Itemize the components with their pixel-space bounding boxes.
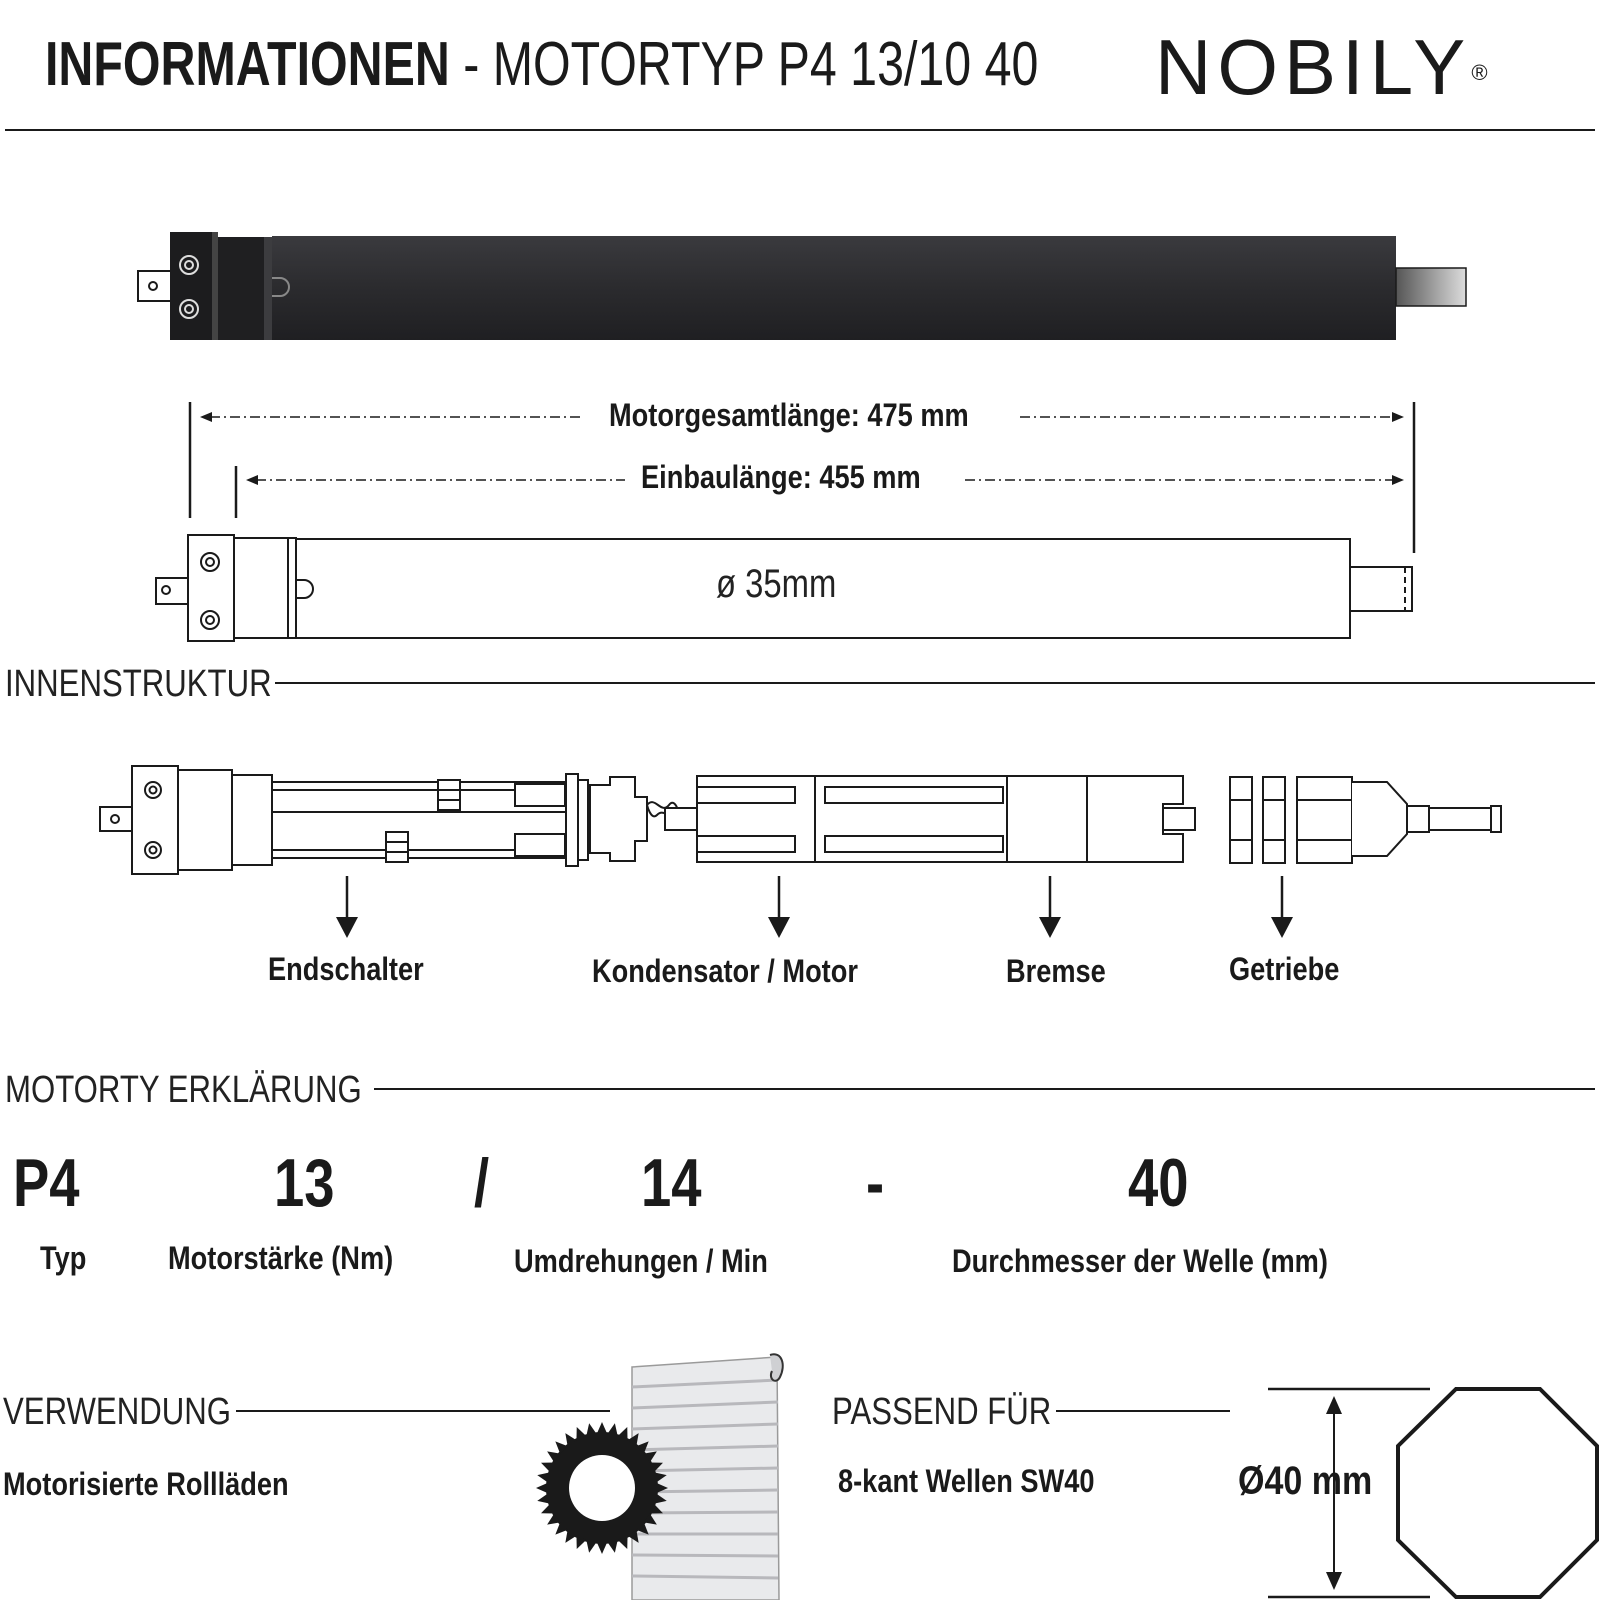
motor-outline [155,534,1413,642]
gear-tooth [596,1541,608,1554]
gear-tooth [649,1462,663,1473]
dimension-lines [188,402,1416,553]
roller-shutter-illustration [536,1353,784,1600]
fits-divider [1056,1410,1230,1412]
gear-tooth [607,1423,618,1437]
gear-tooth [586,1423,597,1437]
inner-structure-divider [275,682,1595,684]
gear-tooth [649,1503,663,1514]
gear-tooth [636,1522,649,1535]
gear-tooth [536,1482,549,1494]
component-arrows [336,876,1293,938]
label-torque: Motorstärke (Nm) [168,1240,394,1276]
shaft-diameter-label: Ø40 mm [1238,1459,1373,1503]
brand-logo: NOBILY® [1155,22,1488,112]
fits-value: 8-kant Wellen SW40 [838,1463,1095,1499]
page-title: INFORMATIONEN - MOTORTYP P4 13/10 40 [45,28,1038,102]
usage-title: VERWENDUNG [3,1391,231,1433]
component-bremse: Bremse [1006,953,1106,989]
gear-tooth [653,1472,667,1483]
code-separator-dash: - [866,1145,885,1221]
gear-tooth [565,1529,577,1543]
gear-tooth [576,1535,587,1549]
label-rpm: Umdrehungen / Min [514,1243,768,1279]
gear-tooth [555,1441,568,1454]
gear-tooth [541,1503,555,1514]
label-shaft-diameter: Durchmesser der Welle (mm) [952,1243,1328,1279]
registered-mark: ® [1471,60,1488,85]
gear-tooth [596,1422,608,1435]
code-type: P4 [13,1145,80,1221]
title-bold: INFORMATIONEN [45,30,450,99]
gear-tooth [547,1513,561,1525]
brand-name: NOBILY [1155,23,1472,111]
usage-divider [236,1410,610,1412]
component-kondensator-motor: Kondensator / Motor [592,953,858,989]
octagon-shaft-profile [1268,1387,1599,1599]
gear-tooth [643,1513,657,1525]
component-getriebe: Getriebe [1229,951,1340,987]
gear-tooth [576,1427,587,1441]
motor-type-divider [374,1088,1595,1090]
component-endschalter: Endschalter [268,951,424,987]
fits-title: PASSEND FÜR [832,1391,1052,1433]
gear-tooth [586,1539,597,1553]
install-length-label: Einbaulänge: 455 mm [641,459,921,495]
title-light: - MOTORTYP P4 13/10 40 [449,30,1039,99]
gear-tooth [565,1433,577,1447]
diameter-label: ø 35mm [716,562,837,606]
gear-tooth [655,1482,668,1494]
inner-structure-drawing [99,765,1502,875]
gear-tooth [617,1535,628,1549]
usage-value: Motorisierte Rollläden [3,1466,289,1502]
gear-tooth [627,1529,639,1543]
code-separator-slash: / [474,1145,490,1221]
motor-type-title: MOTORTY ERKLÄRUNG [5,1069,362,1111]
gear-tooth [617,1427,628,1441]
gear-tooth [627,1433,639,1447]
gear-tooth [607,1539,618,1553]
code-rpm: 14 [641,1145,702,1221]
motor-photo [137,232,1467,340]
gear-tooth [636,1441,649,1454]
header-divider [5,129,1595,131]
gear-tooth [537,1493,551,1504]
gear-tooth [653,1493,667,1504]
code-torque: 13 [274,1145,335,1221]
label-type: Typ [40,1240,87,1276]
gear-tooth [643,1451,657,1463]
gear-tooth [547,1451,561,1463]
gear-tooth [555,1522,568,1535]
gear-tooth [541,1462,555,1473]
inner-structure-title: INNENSTRUKTUR [5,663,272,705]
total-length-label: Motorgesamtlänge: 475 mm [609,397,969,433]
code-shaft-diameter: 40 [1128,1145,1189,1221]
gear-tooth [537,1472,551,1483]
